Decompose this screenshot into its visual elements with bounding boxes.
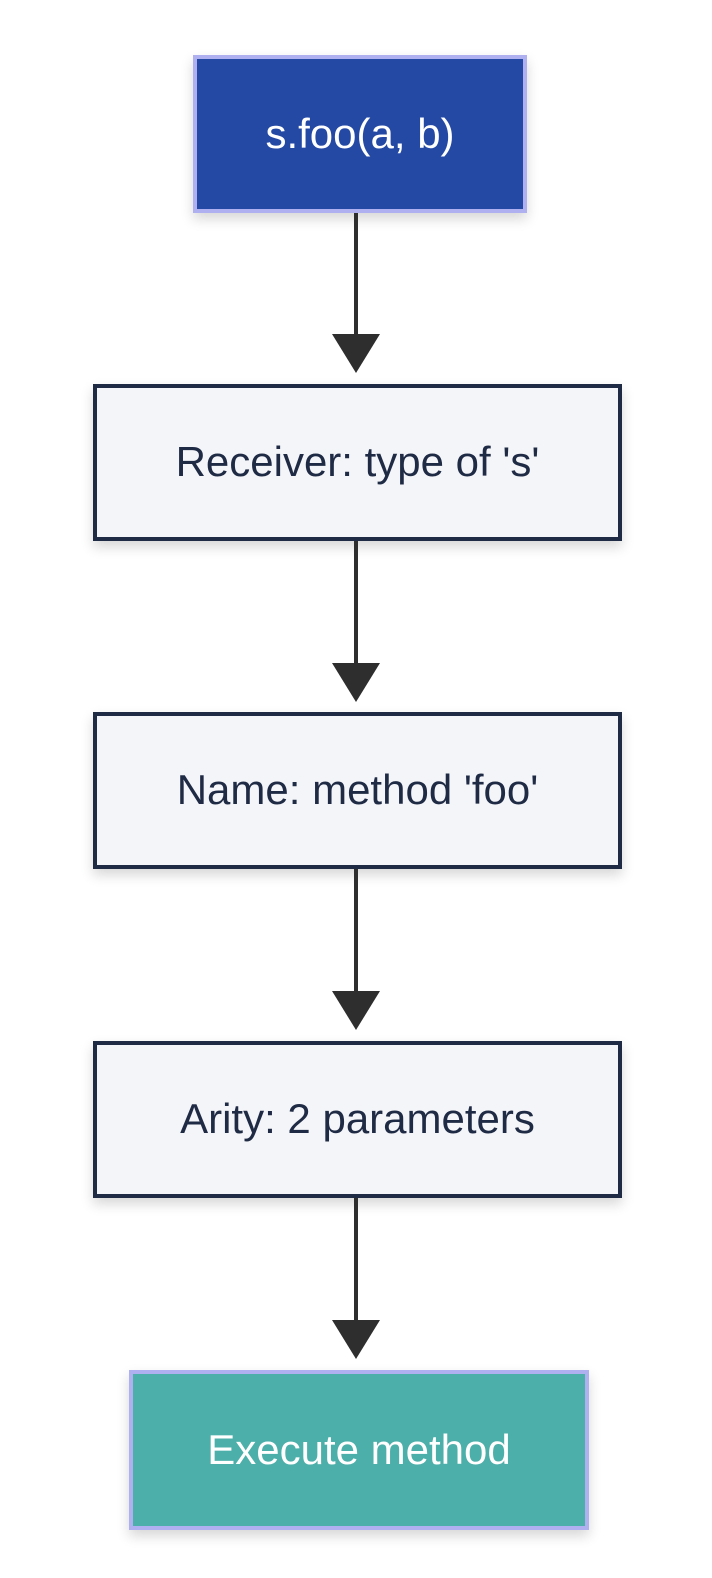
edge-call-to-receiver: [332, 213, 380, 373]
node-name-step: Name: method 'foo': [93, 712, 622, 869]
edge-line: [354, 541, 358, 663]
node-execute-method: Execute method: [129, 1370, 589, 1530]
edge-line: [354, 213, 358, 334]
node-receiver-step-label: Receiver: type of 's': [175, 438, 540, 486]
arrowhead-down-icon: [332, 334, 380, 373]
arrowhead-down-icon: [332, 663, 380, 702]
edge-receiver-to-name: [332, 541, 380, 702]
node-method-call: s.foo(a, b): [193, 55, 527, 213]
arrowhead-down-icon: [332, 991, 380, 1030]
edge-arity-to-execute: [332, 1198, 380, 1359]
node-execute-method-label: Execute method: [207, 1425, 511, 1473]
node-name-step-label: Name: method 'foo': [176, 766, 539, 814]
node-receiver-step: Receiver: type of 's': [93, 384, 622, 541]
node-method-call-label: s.foo(a, b): [265, 109, 455, 157]
arrowhead-down-icon: [332, 1320, 380, 1359]
edge-line: [354, 1198, 358, 1320]
edge-line: [354, 869, 358, 991]
edge-name-to-arity: [332, 869, 380, 1030]
node-arity-step: Arity: 2 parameters: [93, 1041, 622, 1198]
node-arity-step-label: Arity: 2 parameters: [180, 1095, 535, 1143]
